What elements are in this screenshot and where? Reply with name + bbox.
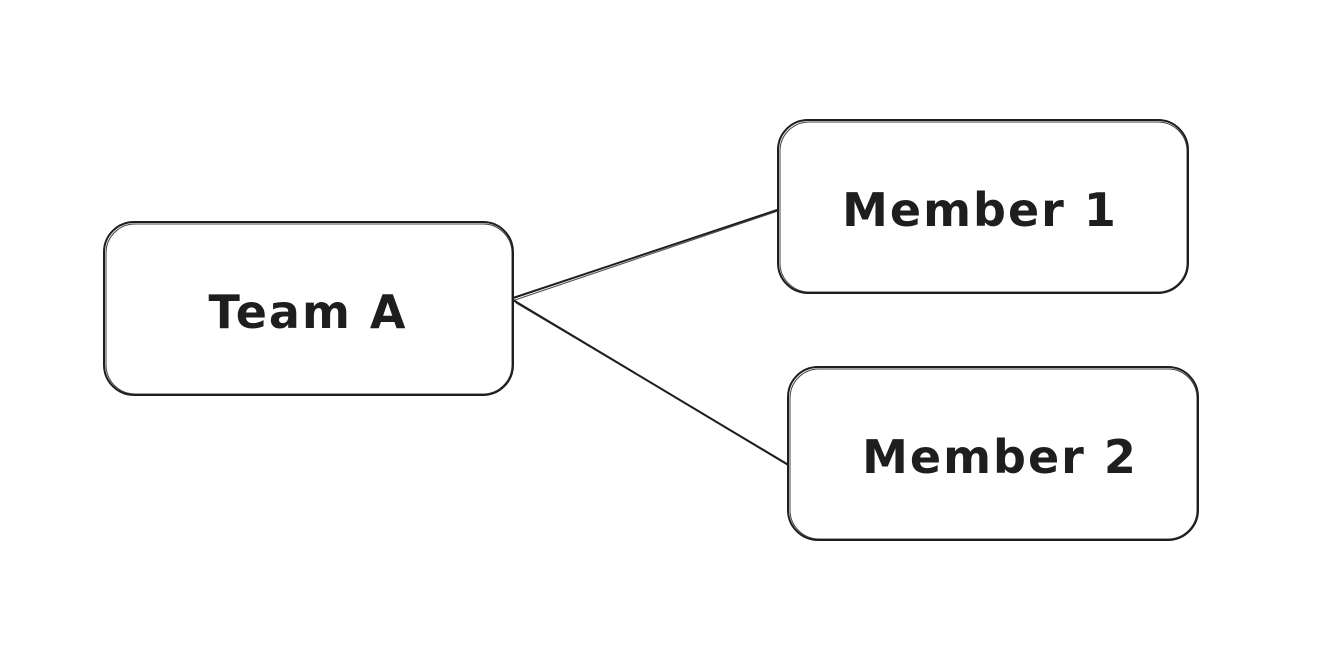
node-member-2-label: Member 2: [862, 430, 1138, 484]
node-team-a[interactable]: Team A: [103, 221, 514, 396]
node-member-1[interactable]: Member 1: [777, 119, 1189, 294]
node-member-2[interactable]: Member 2: [787, 366, 1199, 541]
node-member-1-label: Member 1: [842, 183, 1118, 237]
node-member-2-box-sketch: [789, 368, 1198, 540]
edge-team-to-member1: [512, 208, 781, 301]
node-member-1-box-sketch: [779, 121, 1188, 293]
node-member-1-box: [777, 119, 1189, 294]
node-member-2-box: [787, 366, 1199, 541]
node-team-a-box-sketch: [105, 223, 513, 395]
edge-team-to-member2: [512, 299, 791, 467]
node-team-a-box: [103, 221, 514, 396]
node-team-a-label: Team A: [208, 285, 407, 339]
